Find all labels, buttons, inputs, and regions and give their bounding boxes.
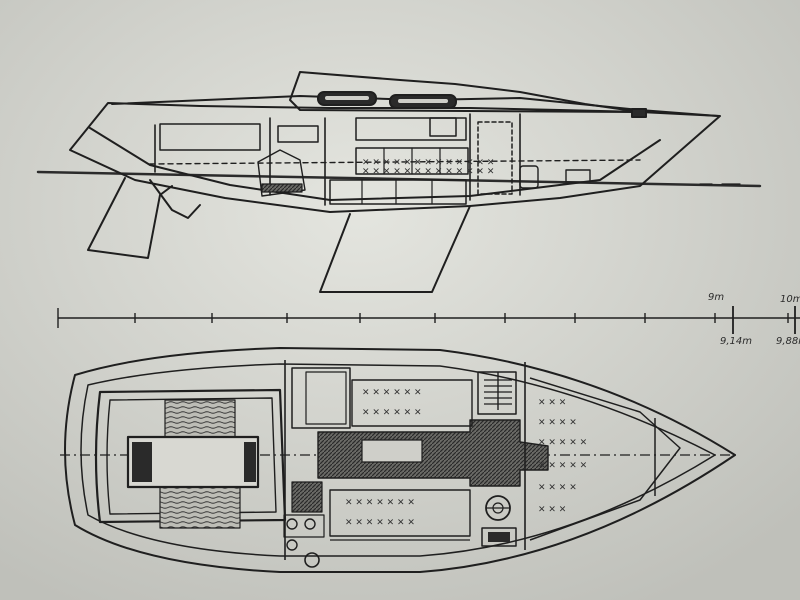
scale-mark-9m: 9m: [708, 292, 724, 303]
saloon-sole: [317, 419, 549, 487]
svg-text:✕ ✕ ✕ ✕ ✕ ✕: ✕ ✕ ✕ ✕ ✕ ✕: [362, 408, 422, 418]
v-berth: [529, 377, 681, 541]
scale-mark-10m: 10m: [780, 294, 800, 305]
scale-reading-a: 9,14m: [720, 336, 752, 347]
scale-reading-b: 9,88m: [776, 336, 800, 347]
saloon-berth-port: [329, 489, 471, 537]
scale-bar: [57, 306, 800, 334]
plan-view: [60, 347, 740, 573]
berth-cushion-marks: ✕ ✕ ✕ ✕ ✕ ✕ ✕ ✕ ✕ ✕ ✕ ✕ ✕ ✕ ✕ ✕ ✕ ✕ ✕ ✕ …: [345, 388, 587, 528]
cockpit-grating-bottom: [159, 483, 241, 529]
coachroof: [289, 71, 641, 113]
svg-text:✕ ✕ ✕ ✕ ✕ ✕: ✕ ✕ ✕ ✕ ✕ ✕: [362, 388, 422, 398]
cockpit-grating-top: [164, 399, 236, 441]
rudder: [87, 177, 173, 259]
cockpit: [94, 388, 287, 524]
svg-text:✕ ✕ ✕ ✕ ✕ ✕ ✕ ✕ ✕ ✕: ✕ ✕ ✕ ✕ ✕ ✕ ✕ ✕ ✕ ✕ ✕ ✕ ✕: [362, 167, 494, 177]
waterline: [36, 170, 762, 188]
svg-text:✕ ✕ ✕: ✕ ✕ ✕: [538, 505, 566, 515]
svg-text:✕ ✕ ✕ ✕: ✕ ✕ ✕ ✕: [538, 483, 577, 493]
side-profile-berth-marks: ✕ ✕ ✕ ✕ ✕ ✕ ✕ ✕ ✕ ✕ ✕ ✕ ✕ ✕ ✕ ✕ ✕ ✕ ✕ ✕ …: [362, 158, 494, 177]
hull-plan-outline: [64, 347, 736, 573]
svg-text:✕ ✕ ✕ ✕ ✕ ✕ ✕ ✕ ✕ ✕: ✕ ✕ ✕ ✕ ✕ ✕ ✕ ✕ ✕ ✕ ✕ ✕ ✕: [362, 158, 494, 168]
hull-side-outline: [69, 102, 721, 213]
svg-text:✕ ✕ ✕ ✕ ✕ ✕ ✕: ✕ ✕ ✕ ✕ ✕ ✕ ✕: [345, 518, 415, 528]
svg-text:✕ ✕ ✕ ✕ ✕: ✕ ✕ ✕ ✕ ✕: [538, 461, 587, 471]
saloon-berth-starboard: [351, 379, 473, 427]
svg-text:✕ ✕ ✕ ✕ ✕: ✕ ✕ ✕ ✕ ✕: [538, 438, 587, 448]
svg-text:✕ ✕ ✕ ✕ ✕ ✕ ✕: ✕ ✕ ✕ ✕ ✕ ✕ ✕: [345, 498, 415, 508]
svg-text:✕ ✕ ✕: ✕ ✕ ✕: [538, 398, 566, 408]
galley: [291, 481, 323, 513]
keel: [319, 205, 471, 293]
side-profile-view: [36, 71, 762, 293]
svg-text:✕ ✕ ✕ ✕: ✕ ✕ ✕ ✕: [538, 418, 577, 428]
